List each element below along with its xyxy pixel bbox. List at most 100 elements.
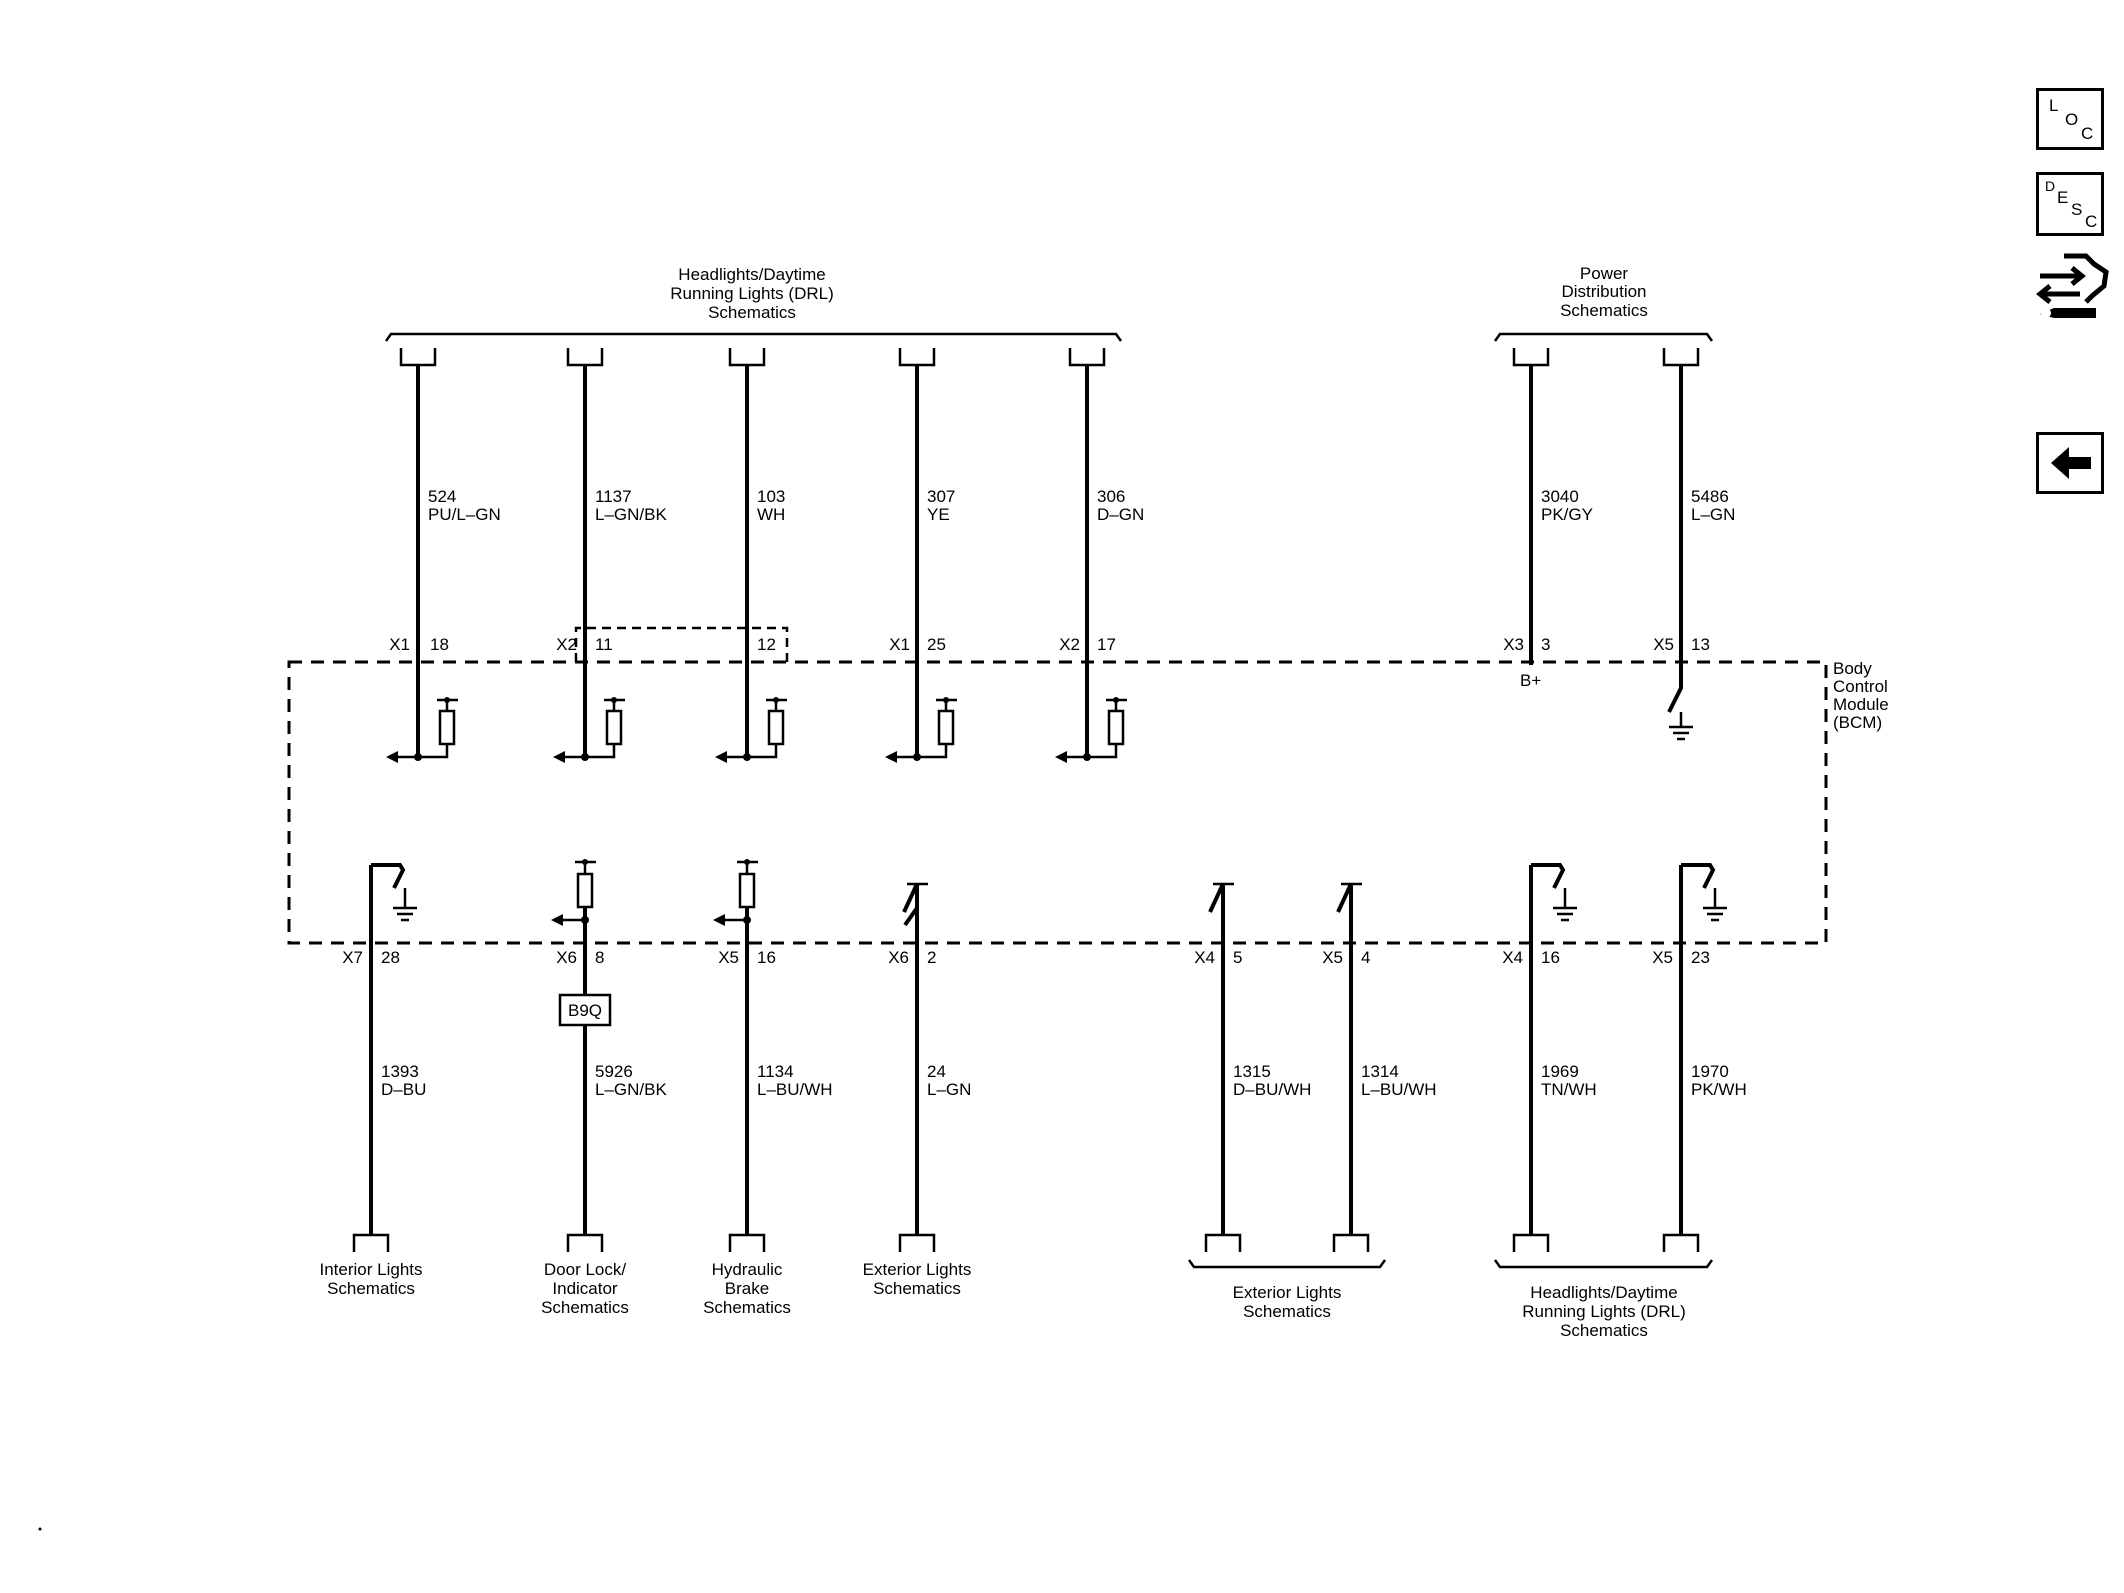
- svg-text:Distribution: Distribution: [1561, 282, 1646, 301]
- svg-text:X7: X7: [342, 948, 363, 967]
- svg-text:16: 16: [757, 948, 776, 967]
- svg-text:Schematics: Schematics: [873, 1279, 961, 1298]
- bcm-label: Body Control Module (BCM): [1833, 659, 1889, 732]
- b-plus-label: B+: [1520, 671, 1541, 690]
- svg-text:307: 307: [927, 487, 955, 506]
- svg-text:YE: YE: [927, 505, 950, 524]
- svg-text:8: 8: [595, 948, 604, 967]
- svg-text:Power: Power: [1580, 264, 1629, 283]
- svg-text:1393: 1393: [381, 1062, 419, 1081]
- svg-text:28: 28: [381, 948, 400, 967]
- svg-text:12: 12: [757, 635, 776, 654]
- svg-text:PK/WH: PK/WH: [1691, 1080, 1747, 1099]
- top-wire-labels: 524 PU/L–GN 1137 L–GN/BK 103 WH 307 YE 3…: [428, 487, 1735, 524]
- svg-text:X5: X5: [1322, 948, 1343, 967]
- bottom-pin-labels: X7 28 X6 8 X5 16 X6 2 X4 5 X5 4 X4 16 X5…: [342, 948, 1710, 967]
- bottom-bracket-drl: [1493, 1259, 1714, 1269]
- desc-letter-d: D: [2045, 178, 2056, 194]
- bcm-module-outline: [287, 660, 1828, 945]
- arrow-left-icon: [2051, 447, 2091, 479]
- loc-button[interactable]: L O C: [2036, 88, 2104, 150]
- svg-text:D–BU/WH: D–BU/WH: [1233, 1080, 1311, 1099]
- svg-text:(BCM): (BCM): [1833, 713, 1882, 732]
- bottom-group-interior-label[interactable]: Interior Lights Schematics: [320, 1260, 423, 1298]
- desc-letter-e: E: [2057, 188, 2069, 207]
- loc-letter-o: O: [2065, 110, 2079, 129]
- svg-text:Brake: Brake: [725, 1279, 769, 1298]
- corner-mark: [38, 1527, 42, 1531]
- svg-text:L–BU/WH: L–BU/WH: [757, 1080, 833, 1099]
- bottom-wire-labels: 1393 D–BU 5926 L–GN/BK 1134 L–BU/WH 24 L…: [381, 1062, 1747, 1099]
- svg-text:Exterior Lights: Exterior Lights: [1233, 1283, 1342, 1302]
- svg-text:D–GN: D–GN: [1097, 505, 1144, 524]
- top-group-headlights-label[interactable]: Headlights/Daytime Running Lights (DRL) …: [670, 265, 833, 322]
- svg-text:L–GN/BK: L–GN/BK: [595, 1080, 667, 1099]
- svg-text:1134: 1134: [757, 1062, 794, 1081]
- svg-text:1314: 1314: [1361, 1062, 1399, 1081]
- svg-text:X2: X2: [1059, 635, 1080, 654]
- top-pin-labels: X1 18 X2 11 12 X1 25 X2 17 X3 3 X5 13: [389, 635, 1710, 654]
- svg-text:X1: X1: [389, 635, 410, 654]
- b9q-component[interactable]: B9Q: [558, 993, 612, 1027]
- bottom-group-door-lock-label[interactable]: Door Lock/ Indicator Schematics: [541, 1260, 629, 1317]
- svg-text:X3: X3: [1503, 635, 1524, 654]
- svg-text:Hydraulic: Hydraulic: [712, 1260, 783, 1279]
- bcm-switch-ground-top: [1667, 665, 1693, 741]
- svg-text:X5: X5: [718, 948, 739, 967]
- bcm-open-switch-blades: [902, 883, 1353, 913]
- svg-text:X5: X5: [1653, 635, 1674, 654]
- svg-text:1137: 1137: [595, 487, 632, 506]
- svg-text:Schematics: Schematics: [708, 303, 796, 322]
- svg-text:306: 306: [1097, 487, 1125, 506]
- svg-text:Schematics: Schematics: [1560, 1321, 1648, 1340]
- svg-text:Body: Body: [1833, 659, 1872, 678]
- svg-text:3040: 3040: [1541, 487, 1579, 506]
- bottom-group-exterior-lights-label-b[interactable]: Exterior Lights Schematics: [1233, 1283, 1342, 1321]
- svg-text:X5: X5: [1652, 948, 1673, 967]
- svg-text:11: 11: [595, 635, 613, 654]
- svg-text:524: 524: [428, 487, 456, 506]
- back-button[interactable]: [2036, 432, 2104, 494]
- svg-text:3: 3: [1541, 635, 1550, 654]
- svg-text:Running Lights (DRL): Running Lights (DRL): [670, 284, 833, 303]
- svg-text:PK/GY: PK/GY: [1541, 505, 1593, 524]
- bottom-group-exterior-lights-label-a[interactable]: Exterior Lights Schematics: [863, 1260, 972, 1298]
- loc-letter-c: C: [2081, 124, 2094, 143]
- svg-text:L–GN: L–GN: [927, 1080, 971, 1099]
- svg-text:Control: Control: [1833, 677, 1888, 696]
- top-bracket-power: [1493, 332, 1714, 342]
- svg-text:Schematics: Schematics: [703, 1298, 791, 1317]
- bottom-bracket-exterior: [1187, 1259, 1387, 1269]
- bottom-group-headlights-label[interactable]: Headlights/Daytime Running Lights (DRL) …: [1522, 1283, 1685, 1340]
- svg-text:17: 17: [1097, 635, 1116, 654]
- top-group-power-label[interactable]: Power Distribution Schematics: [1560, 264, 1648, 320]
- svg-text:X6: X6: [556, 948, 577, 967]
- svg-text:16: 16: [1541, 948, 1560, 967]
- svg-text:25: 25: [927, 635, 946, 654]
- svg-text:5486: 5486: [1691, 487, 1729, 506]
- svg-text:X6: X6: [888, 948, 909, 967]
- svg-text:18: 18: [430, 635, 449, 654]
- desc-letter-s: S: [2071, 200, 2083, 219]
- connector-wrench-icon[interactable]: [2035, 252, 2110, 330]
- svg-text:Interior Lights: Interior Lights: [320, 1260, 423, 1279]
- svg-text:PU/L–GN: PU/L–GN: [428, 505, 501, 524]
- svg-text:Schematics: Schematics: [1243, 1302, 1331, 1321]
- svg-text:103: 103: [757, 487, 785, 506]
- svg-text:2: 2: [927, 948, 936, 967]
- svg-text:Door Lock/: Door Lock/: [544, 1260, 626, 1279]
- svg-text:1970: 1970: [1691, 1062, 1729, 1081]
- svg-text:X4: X4: [1194, 948, 1215, 967]
- bottom-connector-caps: [352, 1233, 1700, 1252]
- svg-text:5926: 5926: [595, 1062, 633, 1081]
- desc-letter-c: C: [2085, 212, 2098, 231]
- svg-text:Indicator: Indicator: [552, 1279, 618, 1298]
- svg-text:TN/WH: TN/WH: [1541, 1080, 1597, 1099]
- bottom-wires: [369, 865, 1683, 1235]
- bottom-group-hydraulic-brake-label[interactable]: Hydraulic Brake Schematics: [703, 1260, 791, 1317]
- svg-text:Headlights/Daytime: Headlights/Daytime: [1530, 1283, 1677, 1302]
- svg-text:L–GN: L–GN: [1691, 505, 1735, 524]
- svg-text:4: 4: [1361, 948, 1370, 967]
- desc-button[interactable]: D E S C: [2036, 172, 2104, 236]
